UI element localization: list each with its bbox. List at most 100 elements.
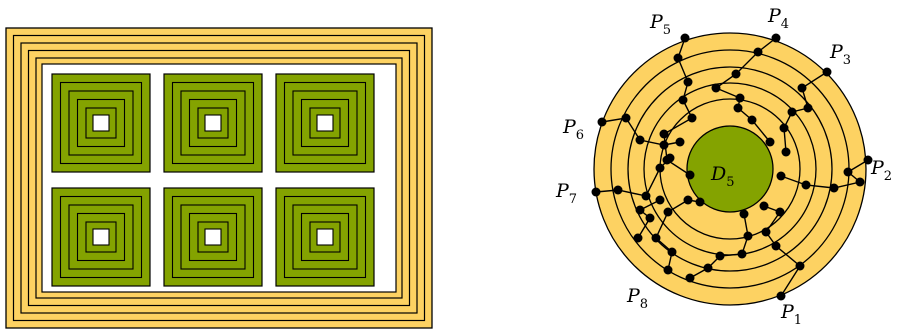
path-node xyxy=(761,227,771,237)
label-p3: P3 xyxy=(829,41,851,68)
path-node xyxy=(597,117,607,127)
outer-frame-line xyxy=(27,49,411,307)
green-square-line xyxy=(188,98,238,148)
path-node xyxy=(787,107,797,117)
concentric-disc-diagram: D5 P1 P2 P3 P4 P5 P6 P7 P8 xyxy=(555,5,892,328)
green-square-line xyxy=(171,195,255,279)
path-node xyxy=(641,191,651,201)
green-square-line xyxy=(68,204,134,270)
center-disc xyxy=(686,125,774,213)
path-node xyxy=(683,195,693,205)
path-node xyxy=(855,177,865,187)
green-square-line xyxy=(283,81,367,165)
green-square-line xyxy=(68,90,134,156)
path-node xyxy=(776,291,786,301)
green-square-line xyxy=(188,212,238,262)
path-node xyxy=(711,83,721,93)
center-hole xyxy=(316,228,334,246)
path-node xyxy=(675,137,685,147)
path-node xyxy=(803,103,813,113)
path-node xyxy=(613,185,623,195)
green-square-line xyxy=(59,195,143,279)
path-node xyxy=(695,197,705,207)
path-node xyxy=(822,67,832,77)
green-square-block xyxy=(51,73,151,173)
concentric-rings xyxy=(593,32,867,306)
outer-frame-line xyxy=(20,42,418,314)
path-node xyxy=(795,261,805,271)
center-hole xyxy=(204,114,222,132)
path-node xyxy=(635,205,645,215)
path-node xyxy=(651,233,661,243)
path-node xyxy=(765,137,775,147)
path-node xyxy=(703,263,713,273)
path-node xyxy=(829,183,839,193)
green-square-line xyxy=(76,98,126,148)
green-square-line xyxy=(300,98,350,148)
path-node xyxy=(797,83,807,93)
path-node xyxy=(733,103,743,113)
label-p8: P8 xyxy=(626,285,648,312)
green-square-line xyxy=(197,221,229,253)
green-square-line xyxy=(85,107,117,139)
green-square-grid xyxy=(51,73,375,287)
path-node xyxy=(779,123,789,133)
green-square-line xyxy=(197,107,229,139)
path-node xyxy=(591,187,601,197)
green-square-line xyxy=(180,204,246,270)
path-node xyxy=(775,207,785,217)
path-node xyxy=(621,113,631,123)
green-square-line xyxy=(300,212,350,262)
center-disc-label: D5 xyxy=(710,163,735,190)
path-node xyxy=(771,241,781,251)
path-nodes xyxy=(591,33,873,301)
path-node xyxy=(659,140,669,150)
path-node xyxy=(863,155,873,165)
green-square-line xyxy=(283,195,367,279)
ring xyxy=(627,66,833,272)
nested-squares-diagram xyxy=(5,27,433,329)
path-node xyxy=(645,213,655,223)
center-hole xyxy=(92,114,110,132)
green-square-line xyxy=(292,90,358,156)
path-node xyxy=(633,233,643,243)
path-node xyxy=(680,33,690,43)
path-node xyxy=(678,95,688,105)
center-hole xyxy=(204,228,222,246)
green-square-block xyxy=(51,187,151,287)
label-p2: P2 xyxy=(870,157,892,184)
green-square-line xyxy=(309,221,341,253)
green-square-block xyxy=(275,187,375,287)
path-node xyxy=(743,231,753,241)
green-square-line xyxy=(180,90,246,156)
path-node xyxy=(737,249,747,259)
path-edge xyxy=(637,199,661,239)
path-node xyxy=(663,207,673,217)
green-square-line xyxy=(76,212,126,262)
path-node xyxy=(685,273,695,283)
path-node xyxy=(801,180,811,190)
path-node xyxy=(715,251,725,261)
path-node xyxy=(776,171,786,181)
path-node xyxy=(635,135,645,145)
path-node xyxy=(843,167,853,177)
path-node xyxy=(747,115,757,125)
path-node xyxy=(739,209,749,219)
label-p1: P1 xyxy=(780,301,802,328)
center-hole xyxy=(316,114,334,132)
path-node xyxy=(683,77,693,87)
path-node xyxy=(687,113,697,123)
path-node xyxy=(685,170,695,180)
path-node xyxy=(665,153,675,163)
path-node xyxy=(735,93,745,103)
path-node xyxy=(667,247,677,257)
green-square-line xyxy=(292,204,358,270)
outer-frame-line xyxy=(12,34,426,322)
center-hole xyxy=(92,228,110,246)
path-node xyxy=(655,163,665,173)
path-node xyxy=(673,53,683,63)
path-node xyxy=(771,33,781,43)
path-node xyxy=(759,201,769,211)
outer-frame-line xyxy=(35,57,403,299)
